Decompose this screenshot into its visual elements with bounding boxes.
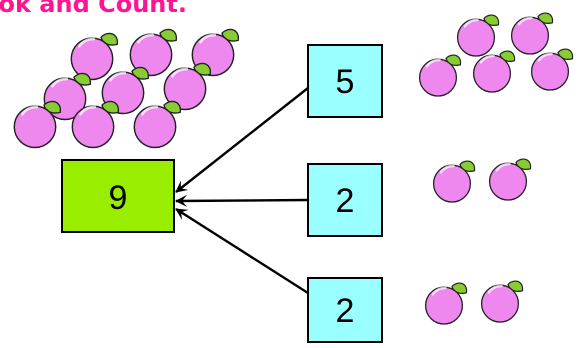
peach-icon — [510, 11, 554, 56]
peach-icon — [132, 100, 182, 149]
peach-icon — [530, 47, 574, 92]
arrow-icon — [175, 207, 309, 295]
peach-icon — [432, 159, 476, 204]
arrow-icon — [175, 194, 309, 207]
peach-icon — [418, 53, 462, 98]
peach-icon — [424, 281, 468, 326]
total-value: 9 — [109, 179, 128, 217]
peach-icon — [488, 157, 532, 202]
peach-group-five — [418, 11, 574, 98]
peach-icon — [456, 13, 500, 58]
peach-icon — [12, 100, 62, 149]
peach-group-two — [432, 157, 532, 204]
peach-icon — [472, 49, 516, 94]
part-value: 2 — [336, 182, 355, 220]
peach-icon — [69, 32, 119, 81]
part-box: 2 — [307, 277, 383, 343]
total-box: 9 — [61, 159, 175, 233]
part-box: 5 — [307, 44, 383, 118]
peach-group-large — [12, 28, 240, 149]
part-box: 2 — [307, 163, 383, 237]
part-value: 2 — [336, 292, 355, 330]
page-title: ook and Count. — [0, 0, 187, 18]
peach-group-two — [424, 279, 524, 326]
part-value: 5 — [336, 63, 355, 101]
arrow-icon — [175, 87, 309, 193]
arrows — [175, 87, 309, 295]
peach-icon — [480, 279, 524, 324]
